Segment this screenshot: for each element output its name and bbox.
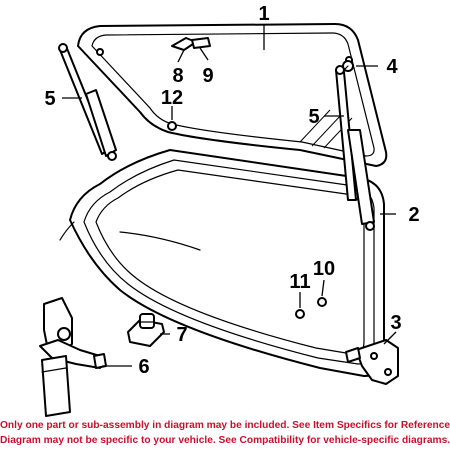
gas-strut-right bbox=[335, 65, 375, 231]
nut bbox=[317, 297, 327, 307]
bolt bbox=[295, 309, 305, 319]
gas-strut-left bbox=[58, 43, 117, 161]
latch-assembly bbox=[39, 297, 107, 417]
disclaimer: Only one part or sub-assembly in diagram… bbox=[0, 418, 450, 450]
bracket bbox=[191, 37, 211, 49]
bumper bbox=[167, 121, 177, 131]
disclaimer-line-2: Diagram may not be specific to your vehi… bbox=[0, 435, 450, 446]
callout-1: 1 bbox=[258, 3, 269, 25]
callout-9: 9 bbox=[202, 65, 213, 87]
callout-7: 7 bbox=[176, 324, 187, 346]
callout-3: 3 bbox=[390, 312, 401, 334]
liftgate-opening-frame bbox=[59, 149, 385, 377]
callout-11: 11 bbox=[289, 271, 310, 293]
callout-6: 6 bbox=[138, 356, 149, 378]
striker bbox=[127, 313, 165, 347]
callout-8: 8 bbox=[172, 65, 183, 87]
callout-5-left: 5 bbox=[44, 88, 55, 110]
callout-2: 2 bbox=[408, 204, 419, 226]
callout-4: 4 bbox=[386, 56, 398, 78]
leader-lines bbox=[62, 24, 397, 367]
callout-5-right: 5 bbox=[308, 106, 319, 128]
disclaimer-line-1: Only one part or sub-assembly in diagram… bbox=[0, 420, 450, 431]
callout-12: 12 bbox=[161, 87, 183, 109]
callout-10: 10 bbox=[313, 258, 335, 280]
hinge-bracket bbox=[345, 339, 399, 385]
